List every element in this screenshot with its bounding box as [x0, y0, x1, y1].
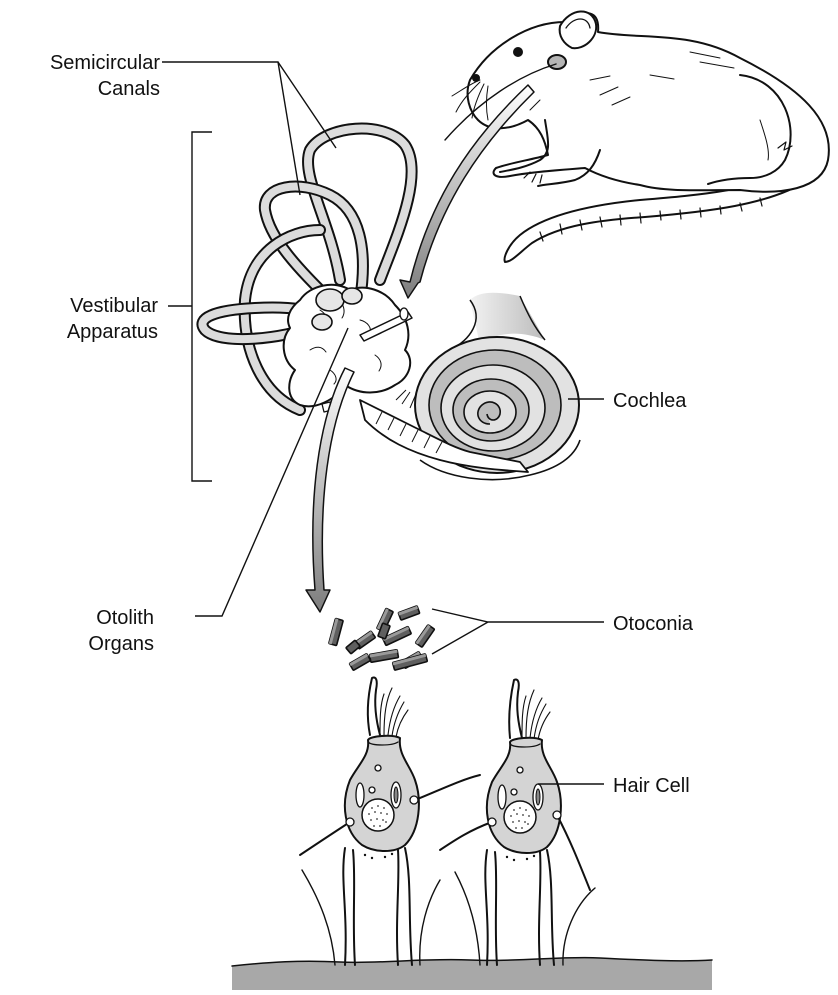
leader-otoconia: [432, 609, 604, 654]
label-vestibular-apparatus-line1: Vestibular: [10, 293, 158, 319]
hair-cell-right: [440, 680, 595, 966]
rat-ear-canal: [548, 55, 566, 69]
label-vestibular-apparatus: Vestibular Apparatus: [10, 293, 158, 345]
label-otoconia: Otoconia: [613, 611, 693, 637]
label-vestibular-apparatus-line2: Apparatus: [10, 319, 158, 345]
label-otolith-organs-line1: Otolith: [40, 605, 154, 631]
label-semicircular-canals-line1: Semicircular: [10, 50, 160, 76]
hair-cell-illustration: [232, 678, 712, 991]
hair-cell-left-nucleus: [362, 799, 394, 831]
hair-cell-right-nucleus: [504, 801, 536, 833]
vestibular-bracket: [168, 132, 212, 481]
label-otolith-organs: Otolith Organs: [40, 605, 154, 657]
label-semicircular-canals: Semicircular Canals: [10, 50, 160, 102]
rat-illustration: [445, 11, 829, 262]
rat-eye: [514, 48, 522, 56]
label-hair-cell: Hair Cell: [613, 773, 690, 799]
tissue-ground: [232, 958, 712, 990]
otoconia-crystals: [329, 606, 435, 671]
hair-cell-left: [300, 678, 480, 966]
label-semicircular-canals-line2: Canals: [10, 76, 160, 102]
label-cochlea: Cochlea: [613, 388, 686, 414]
inner-ear-illustration: [202, 129, 412, 412]
label-otolith-organs-line2: Organs: [40, 631, 154, 657]
